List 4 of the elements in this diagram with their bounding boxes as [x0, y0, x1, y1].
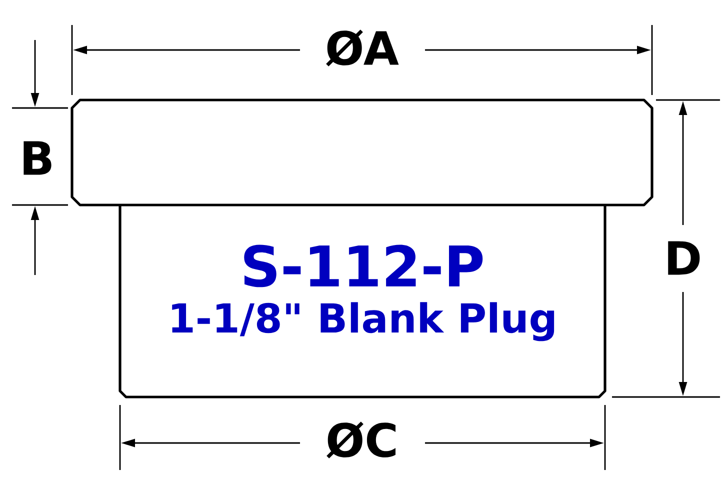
dimension-label: D — [668, 241, 700, 275]
plug-body: S-112-P 1-1/8" Blank Plug — [118, 205, 606, 398]
plug-cap — [70, 98, 654, 206]
dimension-label: B — [24, 141, 52, 175]
